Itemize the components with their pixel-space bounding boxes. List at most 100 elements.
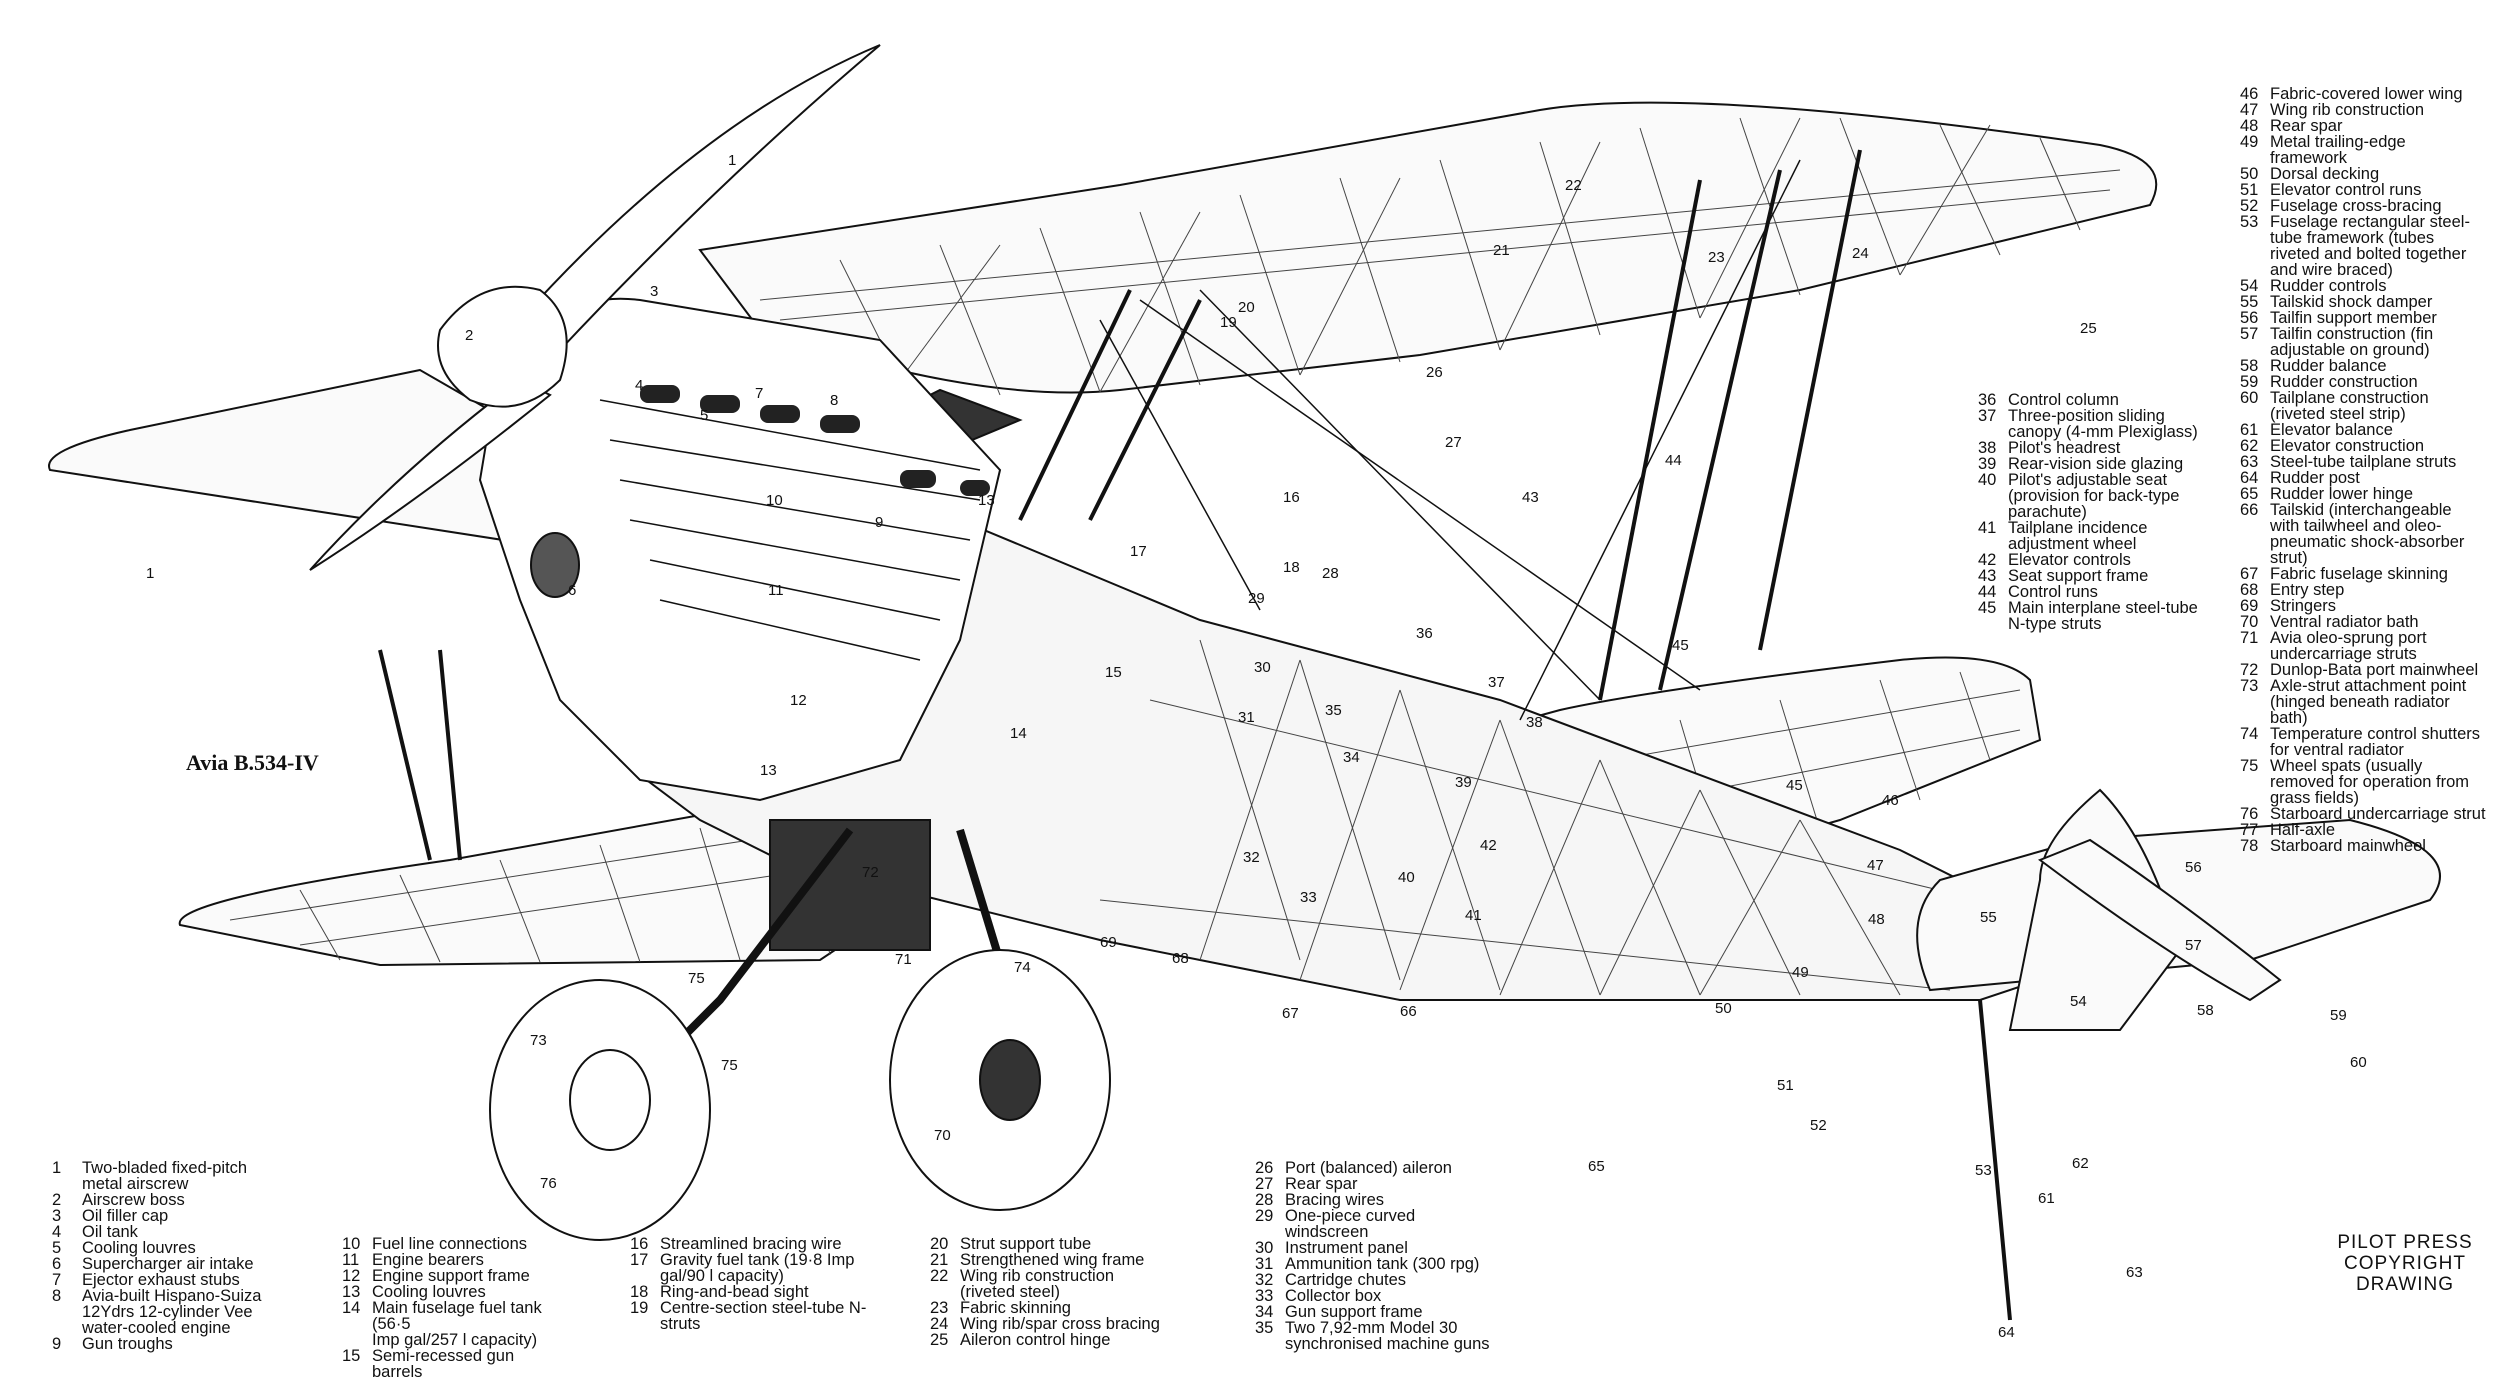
legend-item-text: Temperature control shutters for ventral… — [2270, 725, 2481, 759]
callout: 34 — [1343, 749, 1360, 766]
legend-item-text: Wing rib/spar cross bracing — [960, 1315, 1160, 1333]
legend-item-text: Rear spar — [2270, 117, 2343, 135]
callout: 35 — [1325, 702, 1342, 719]
legend-item-text: Fabric-covered lower wing — [2270, 85, 2463, 103]
legend-item-text: Engine support frame — [372, 1267, 530, 1285]
legend-item-number: 23 — [930, 1299, 949, 1317]
callout: 75 — [688, 970, 705, 987]
callout: 71 — [895, 951, 912, 968]
legend-item-text: Strengthened wing frame — [960, 1251, 1145, 1269]
callout: 2 — [465, 327, 473, 344]
legend-item-number: 30 — [1255, 1239, 1274, 1257]
legend-item-number: 58 — [2240, 357, 2259, 375]
legend-item-number: 27 — [1255, 1175, 1274, 1193]
legend-item-text: Tailplane construction (riveted steel st… — [2270, 389, 2429, 423]
callout: 43 — [1522, 489, 1539, 506]
legend-item-text: Gun support frame — [1285, 1303, 1423, 1321]
model-title: Avia B.534-IV — [186, 750, 319, 775]
callout: 16 — [1283, 489, 1300, 506]
legend-item-number: 14 — [342, 1299, 361, 1317]
legend-item-text: Avia-built Hispano-Suiza 12Ydrs 12-cylin… — [82, 1287, 262, 1337]
legend-item-number: 28 — [1255, 1191, 1274, 1209]
legend-item-number: 57 — [2240, 325, 2259, 343]
callout: 61 — [2038, 1190, 2055, 1207]
legend-item-text: Ejector exhaust stubs — [82, 1271, 240, 1289]
callout: 72 — [862, 864, 879, 881]
callout: 53 — [1975, 1162, 1992, 1179]
legend-item-number: 31 — [1255, 1255, 1274, 1273]
credit-line: PILOT PRESS — [2337, 1232, 2473, 1253]
legend-item: 35 Two 7,92-mm Model 30 synchronised mach… — [1255, 1319, 1575, 1353]
callout: 54 — [2070, 993, 2087, 1010]
legend-item-text: Rudder lower hinge — [2270, 485, 2414, 503]
legend-item-text: Two 7,92-mm Model 30 synchronised machin… — [1285, 1319, 1490, 1353]
callout: 27 — [1445, 434, 1462, 451]
callout: 1 — [728, 152, 736, 169]
legend-item-number: 7 — [52, 1271, 62, 1289]
callout: 49 — [1792, 964, 1809, 981]
legend-item-number: 63 — [2240, 453, 2259, 471]
legend-item-number: 12 — [342, 1267, 361, 1285]
credit-line: DRAWING — [2355, 1274, 2455, 1295]
bracing-wires — [1099, 159, 1801, 721]
legend-item-number: 48 — [2240, 117, 2259, 135]
legend-item-number: 54 — [2240, 277, 2259, 295]
legend-item-number: 17 — [630, 1251, 649, 1269]
callout: 26 — [1426, 364, 1443, 381]
legend-item: 48 Rear spar — [2240, 117, 2492, 135]
callout: 13 — [760, 762, 777, 779]
legend-item-text: Tailskid shock damper — [2270, 293, 2433, 311]
callout: 56 — [2185, 859, 2202, 876]
callout: 21 — [1493, 242, 1510, 259]
legend-item-text: Tailfin construction (fin adjustable on … — [2270, 325, 2434, 359]
legend-item-text: Starboard mainwheel — [2270, 837, 2426, 855]
legend-item-text: Fuselage cross-bracing — [2270, 197, 2442, 215]
legend-item-number: 72 — [2240, 661, 2259, 679]
legend-item-number: 55 — [2240, 293, 2259, 311]
callout: 39 — [1455, 774, 1472, 791]
legend-item-text: Elevator controls — [2008, 551, 2131, 569]
callout: 38 — [1526, 714, 1543, 731]
legend-item: 12 Engine support frame — [342, 1267, 562, 1285]
legend-item-text: Instrument panel — [1285, 1239, 1408, 1257]
undercarriage — [489, 819, 1111, 1241]
callout-labels: 1 1 2 3 4 5 6 7 8 9 10 11 12 13 13 14 15… — [146, 152, 2367, 1341]
callout: 76 — [540, 1175, 557, 1192]
legend-item-text: Engine bearers — [372, 1251, 484, 1269]
legend-item-number: 71 — [2240, 629, 2259, 647]
legend-item-number: 35 — [1255, 1319, 1274, 1337]
legend-item-text: Rear spar — [1285, 1175, 1358, 1193]
legend-item-text: Two-bladed fixed-pitch metal airscrew — [82, 1159, 248, 1193]
callout: 74 — [1014, 959, 1031, 976]
callout: 11 — [768, 582, 784, 599]
legend-item-number: 32 — [1255, 1271, 1274, 1289]
callout: 25 — [2080, 320, 2097, 337]
callout: 44 — [1665, 452, 1682, 469]
